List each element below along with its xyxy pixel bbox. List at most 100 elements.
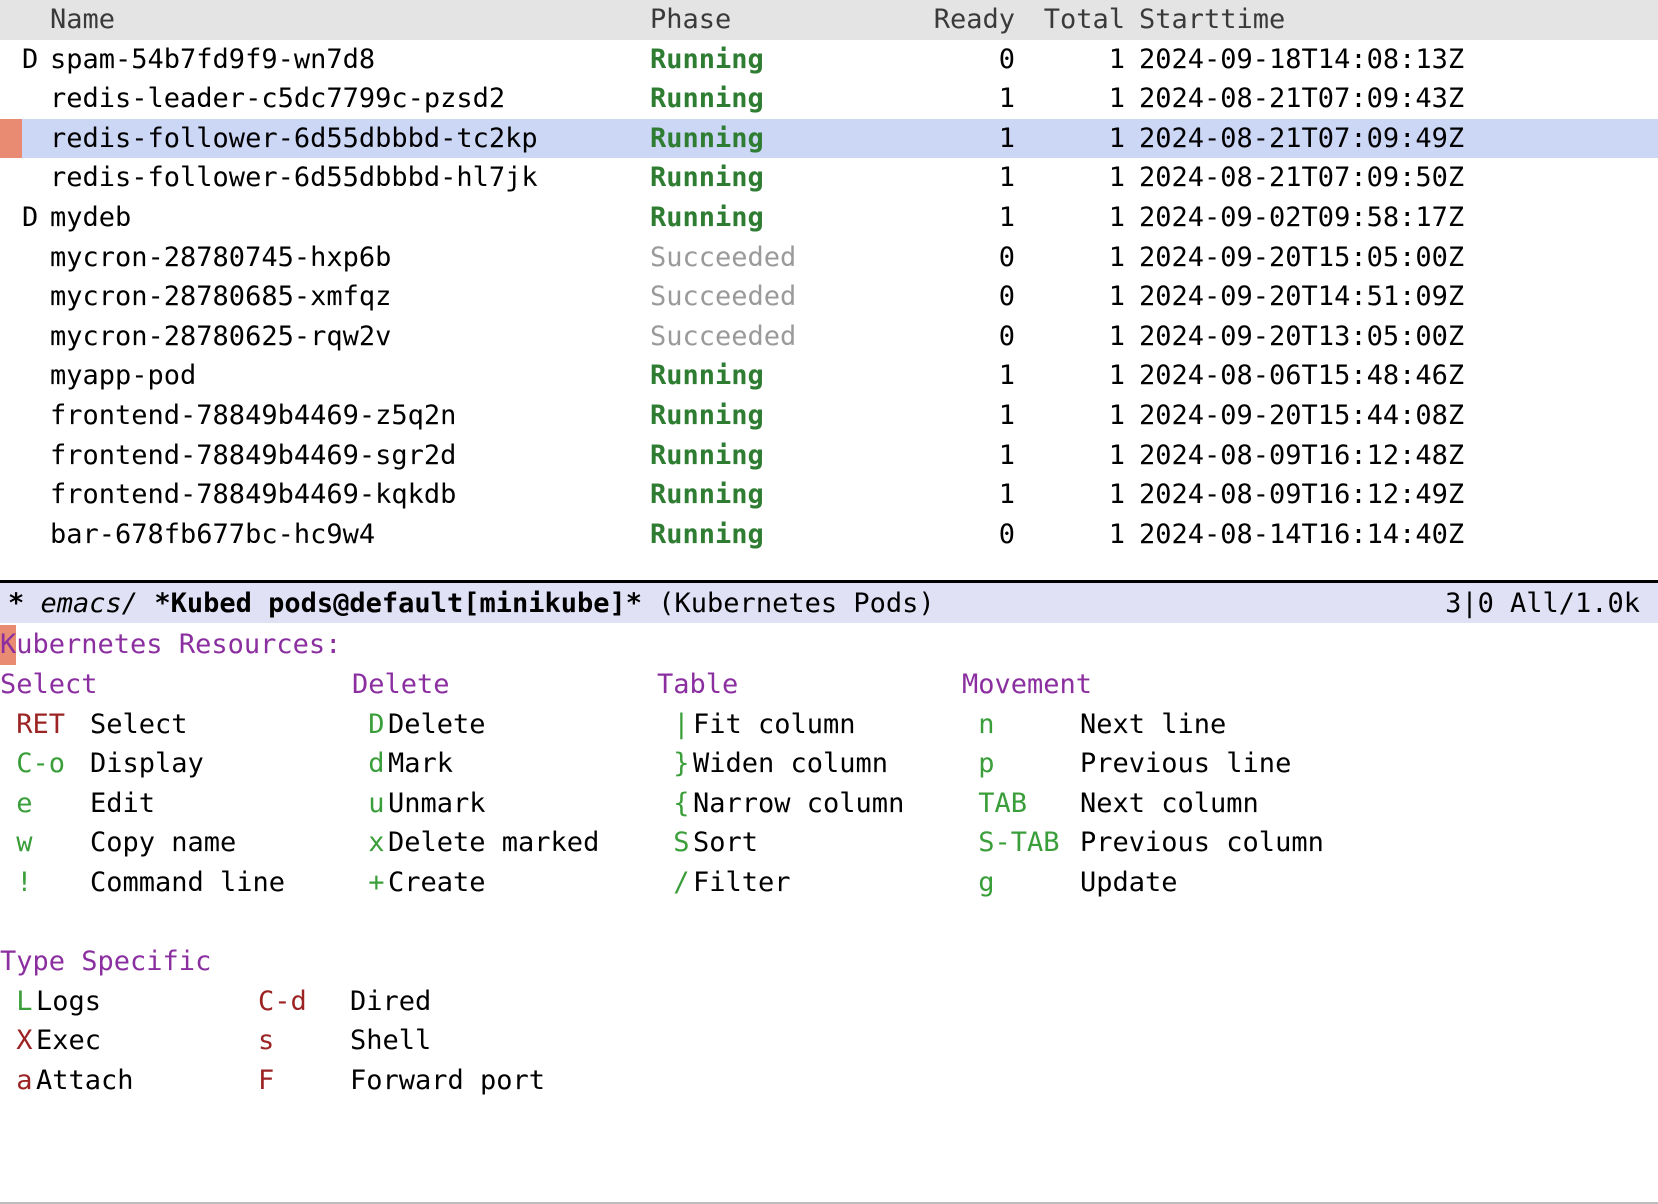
help-label: Create (388, 866, 486, 898)
type-specific-left-label[interactable]: Attach (36, 1064, 134, 1096)
cell-phase: Running (650, 122, 764, 154)
help-item[interactable]: p Previous line (962, 744, 1291, 784)
cell-name[interactable]: mycron-28780625-rqw2v (50, 320, 392, 352)
cell-name[interactable]: frontend-78849b4469-z5q2n (50, 399, 457, 431)
help-item[interactable]: /Filter (657, 863, 962, 903)
help-label: Previous line (1080, 748, 1292, 780)
help-label: Narrow column (693, 787, 905, 819)
help-item[interactable]: !Command line (0, 863, 352, 903)
help-key: p (962, 748, 995, 780)
help-title-rest: ubernetes Resources: (16, 629, 342, 661)
cell-phase: Running (650, 479, 764, 511)
type-specific-right-label[interactable]: Dired (350, 985, 432, 1017)
help-item[interactable]: {Narrow column (657, 784, 962, 824)
column-header-starttime[interactable]: Starttime (1139, 4, 1286, 35)
column-header-ready[interactable]: Ready (933, 4, 1015, 35)
help-key: x (352, 827, 385, 859)
cell-phase: Running (650, 83, 764, 115)
type-specific-right-label[interactable]: Shell (350, 1025, 432, 1057)
cell-name[interactable]: redis-follower-6d55dbbbd-hl7jk (50, 162, 538, 194)
cell-starttime: 2024-09-20T15:44:08Z (1139, 399, 1465, 431)
cell-name[interactable]: myapp-pod (50, 360, 197, 392)
buffer-name[interactable]: *Kubed pods@default[minikube]* (154, 587, 643, 619)
column-header-total[interactable]: Total (1043, 4, 1125, 35)
row-mark-gutter (0, 475, 22, 515)
cell-name[interactable]: mydeb (50, 201, 132, 233)
cell-name[interactable]: mycron-28780745-hxp6b (50, 241, 392, 273)
bottom-divider (0, 1202, 1658, 1204)
column-header-name[interactable]: Name (50, 4, 116, 35)
help-label: Delete marked (388, 827, 600, 859)
cell-name[interactable]: frontend-78849b4469-sgr2d (50, 439, 457, 471)
cell-starttime: 2024-08-21T07:09:50Z (1139, 162, 1465, 194)
mode-line[interactable]: * emacs/ *Kubed pods@default[minikube]* … (0, 580, 1658, 624)
column-header-phase[interactable]: Phase (650, 4, 732, 35)
type-specific-left-key: a (0, 1064, 33, 1096)
cell-name[interactable]: redis-leader-c5dc7799c-pzsd2 (50, 83, 506, 115)
row-mark-gutter (0, 317, 22, 357)
help-item[interactable]: +Create (352, 863, 657, 903)
cell-name[interactable]: redis-follower-6d55dbbbd-tc2kp (50, 122, 538, 154)
row-mark-gutter (0, 158, 22, 198)
help-label: Edit (90, 787, 156, 819)
group-heading-delete: Delete (352, 668, 450, 700)
cell-name[interactable]: bar-678fb677bc-hc9w4 (50, 518, 376, 550)
row-delete-flag: D (22, 43, 39, 75)
cell-total: 1 (1108, 43, 1125, 75)
cell-name[interactable]: frontend-78849b4469-kqkdb (50, 479, 457, 511)
help-label: Delete (388, 708, 486, 740)
help-headings-row: Select Delete Table Movement (0, 665, 1658, 705)
help-label: Next column (1080, 787, 1259, 819)
cell-name[interactable]: spam-54b7fd9f9-wn7d8 (50, 43, 376, 75)
pane-spacer (0, 554, 1658, 580)
type-specific-left-label[interactable]: Logs (36, 985, 102, 1017)
row-mark-gutter (0, 277, 22, 317)
type-specific-left-label[interactable]: Exec (36, 1025, 102, 1057)
major-mode-name[interactable]: (Kubernetes Pods) (658, 587, 935, 619)
cell-phase: Running (650, 518, 764, 550)
type-specific-right-key: F (258, 1064, 275, 1096)
cell-total: 1 (1108, 439, 1125, 471)
help-key: S-TAB (962, 827, 1060, 859)
cell-total: 1 (1108, 122, 1125, 154)
cell-name[interactable]: mycron-28780685-xmfqz (50, 281, 392, 313)
help-item[interactable]: |Fit column (657, 705, 962, 745)
cell-starttime: 2024-09-02T09:58:17Z (1139, 201, 1465, 233)
cell-phase: Succeeded (650, 241, 797, 273)
help-item[interactable]: }Widen column (657, 744, 962, 784)
help-key: w (0, 827, 33, 859)
type-specific-right-label[interactable]: Forward port (350, 1064, 546, 1096)
